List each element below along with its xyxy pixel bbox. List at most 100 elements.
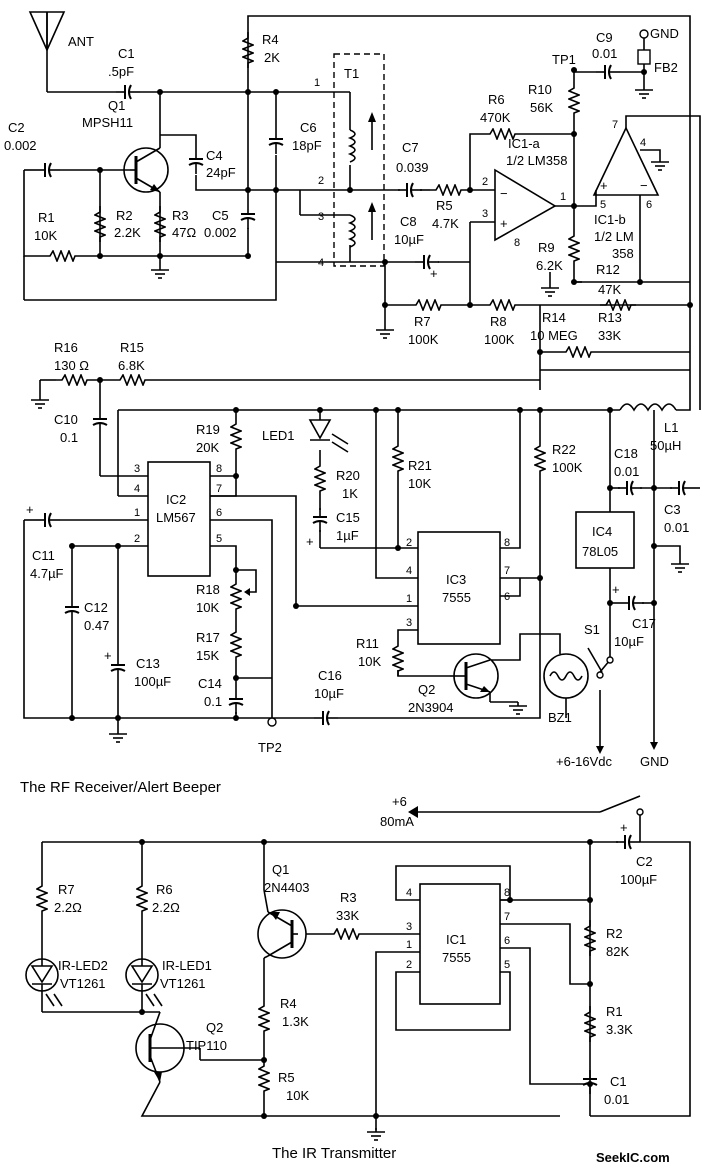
c11-capacitor: + C11 4.7µF: [26, 502, 64, 581]
q2-ref: Q2: [418, 682, 435, 697]
c13-plus: +: [104, 648, 112, 663]
r4-ref: R4: [262, 32, 279, 47]
tx-r4-value: 1.3K: [282, 1014, 309, 1029]
r20-resistor: R20 1K: [314, 460, 360, 501]
tx-r6-ref: R6: [156, 882, 173, 897]
tp2-label: TP2: [258, 740, 282, 755]
ic2-pin-1: 1: [134, 507, 140, 519]
c18-capacitor: C18 0.01: [614, 446, 642, 496]
r8-ref: R8: [490, 314, 507, 329]
r12-ref: R12: [596, 262, 620, 277]
c1-capacitor: C1 .5pF: [108, 46, 140, 100]
ic1b-minus: −: [640, 178, 648, 193]
ic1b-pin-4: 4: [640, 137, 646, 149]
q1-value: MPSH11: [82, 115, 133, 130]
tx-c2-value: 100µF: [620, 872, 657, 887]
ic1a-pin-8: 8: [514, 237, 520, 249]
r17-resistor: R17 15K: [196, 626, 242, 663]
s1-label: S1: [584, 622, 600, 637]
r20-ref: R20: [336, 468, 360, 483]
l1-ref: L1: [664, 420, 678, 435]
ic2-pin-2: 2: [134, 533, 140, 545]
tx-q1-transistor: Q1 2N4403: [257, 862, 310, 959]
ic1a-pin-1: 1: [560, 191, 566, 203]
c4-value: 24pF: [206, 165, 236, 180]
tx-r7-resistor: R7 2.2Ω: [36, 880, 82, 916]
tx-ic1-pin-3: 3: [406, 921, 412, 933]
r2-resistor: R2 2.2K: [94, 206, 141, 242]
c15-plus: +: [306, 534, 314, 549]
r21-resistor: R21 10K: [392, 440, 432, 491]
r13-value: 33K: [598, 328, 621, 343]
tp1-testpoint: TP1: [552, 52, 577, 73]
tx-c1-ref: C1: [610, 1074, 627, 1089]
tx-led2-ref: IR-LED2: [58, 958, 108, 973]
ic2-pin-7: 7: [216, 483, 222, 495]
tx-ic1-ref: IC1: [446, 932, 466, 947]
c9-value: 0.01: [592, 46, 617, 61]
tx-c2-ref: C2: [636, 854, 653, 869]
c17-capacitor: C17 10µF +: [612, 582, 656, 649]
tx-junction-dots: [139, 839, 593, 1119]
ic3-value: 7555: [442, 590, 471, 605]
r13-ref: R13: [598, 310, 622, 325]
tx-c2-plus: +: [620, 820, 628, 835]
led1-diode: LED1: [262, 419, 349, 453]
tx-r4-resistor: R4 1.3K: [258, 996, 309, 1036]
ic3-chip: IC3 7555 2 4 1 3 8 7 6: [406, 531, 510, 645]
r2-ref: R2: [116, 208, 133, 223]
tx-r3-ref: R3: [340, 890, 357, 905]
q2-value: 2N3904: [408, 700, 454, 715]
ic1a-opamp: − + IC1-a 1/2 LM358 2 3 1 8: [482, 136, 567, 249]
tx-q1-ref: Q1: [272, 862, 289, 877]
c15-capacitor: C15 1µF +: [306, 508, 360, 549]
r12-value: 47K: [598, 282, 621, 297]
tx-led2-value: VT1261: [60, 976, 106, 991]
tx-ic1-pin-4: 4: [406, 887, 412, 899]
tp2-testpoint: TP2: [258, 717, 282, 755]
t1-pin-1: 1: [314, 77, 320, 89]
c10-capacitor: C10 0.1: [54, 410, 108, 445]
ic4-value: 78L05: [582, 544, 618, 559]
ground-symbol: [375, 326, 395, 339]
r8-value: 100K: [484, 332, 515, 347]
c14-ref: C14: [198, 676, 222, 691]
r12-resistor: R12 47K: [596, 262, 636, 311]
c3-ref: C3: [664, 502, 681, 517]
ic2-chip: IC2 LM567 3 4 1 2 8 7 6 5: [134, 461, 222, 577]
c6-capacitor: C6 18pF: [268, 120, 322, 154]
tx-r2-ref: R2: [606, 926, 623, 941]
ic1a-minus: −: [500, 186, 508, 201]
tx-ic1-pin-1: 1: [406, 939, 412, 951]
ic1b-value: 1/2 LM: [594, 229, 634, 244]
tx-q2-transistor: Q2 TIP110: [135, 1011, 227, 1083]
q1-ref: Q1: [108, 98, 125, 113]
tx-ic1-pin-6: 6: [504, 935, 510, 947]
tx-r6-resistor: R6 2.2Ω: [136, 880, 180, 916]
tx-ic1-value: 7555: [442, 950, 471, 965]
r22-value: 100K: [552, 460, 583, 475]
tx-r1-ref: R1: [606, 1004, 623, 1019]
tx-led1-value: VT1261: [160, 976, 206, 991]
tx-q2-ref: Q2: [206, 1020, 223, 1035]
tx-supply-current: 80mA: [380, 814, 414, 829]
r1-value: 10K: [34, 228, 57, 243]
gnd-top-label: GND: [650, 26, 679, 41]
ic3-pin-7: 7: [504, 565, 510, 577]
ic2-pin-4: 4: [134, 483, 140, 495]
ic2-pin-8: 8: [216, 463, 222, 475]
r7-ref: R7: [414, 314, 431, 329]
c10-ref: C10: [54, 412, 78, 427]
tx-r3-resistor: R3 33K: [328, 890, 364, 940]
c16-capacitor: C16 10µF: [314, 668, 344, 726]
supply-label: +6-16Vdc: [556, 754, 613, 769]
r5-ref: R5: [436, 198, 453, 213]
r22-ref: R22: [552, 442, 576, 457]
gnd-bottom-label: GND: [640, 754, 669, 769]
c6-ref: C6: [300, 120, 317, 135]
r21-ref: R21: [408, 458, 432, 473]
c2-ref: C2: [8, 120, 25, 135]
ic1b-pin-7: 7: [612, 119, 618, 131]
ic3-pin-1: 1: [406, 593, 412, 605]
ic3-pin-4: 4: [406, 565, 412, 577]
